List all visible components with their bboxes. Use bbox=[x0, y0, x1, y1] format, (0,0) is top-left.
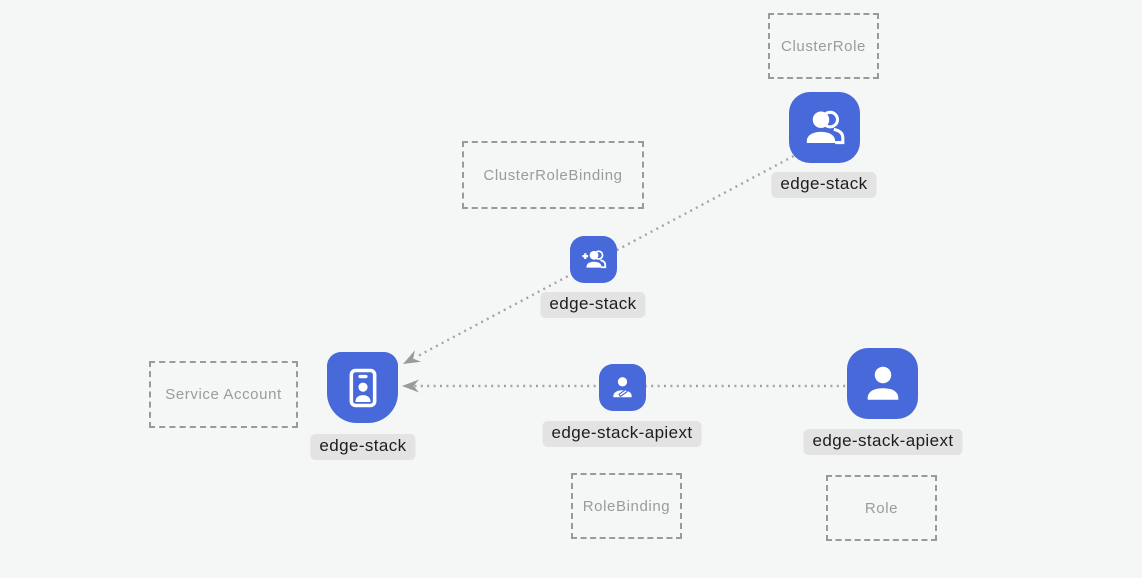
type-box-label: Service Account bbox=[165, 386, 282, 403]
person-icon bbox=[867, 366, 898, 400]
type-box-rolebinding: RoleBinding bbox=[571, 473, 682, 539]
group-icon bbox=[806, 110, 844, 144]
node-serviceaccount-edge-stack[interactable] bbox=[327, 352, 398, 423]
node-name-label: edge-stack-apiext bbox=[542, 421, 702, 447]
node-role-edge-stack-apiext[interactable] bbox=[847, 348, 918, 419]
type-box-clusterrolebinding: ClusterRoleBinding bbox=[462, 141, 644, 209]
node-name-label: edge-stack bbox=[310, 434, 416, 460]
type-box-label: ClusterRole bbox=[781, 37, 866, 55]
person-edit-icon bbox=[613, 377, 632, 398]
node-name-label: edge-stack bbox=[771, 172, 877, 198]
type-box-serviceaccount: Service Account bbox=[149, 361, 298, 428]
node-rolebinding-edge-stack-apiext[interactable] bbox=[599, 364, 646, 411]
arrowhead-icon bbox=[402, 379, 419, 393]
badge-icon bbox=[349, 368, 376, 407]
node-clusterrolebinding-edge-stack[interactable] bbox=[570, 236, 617, 283]
type-box-label: ClusterRoleBinding bbox=[483, 166, 623, 184]
type-box-role: Role bbox=[826, 475, 937, 541]
person-add-icon bbox=[582, 250, 607, 269]
node-name-label: edge-stack-apiext bbox=[803, 429, 963, 455]
type-box-label: Role bbox=[864, 499, 899, 517]
arrowhead-icon bbox=[403, 350, 422, 364]
type-box-clusterrole: ClusterRole bbox=[768, 13, 879, 79]
type-box-label: RoleBinding bbox=[582, 497, 671, 515]
node-name-label: edge-stack bbox=[540, 292, 646, 318]
node-clusterrole-edge-stack[interactable] bbox=[789, 92, 860, 163]
